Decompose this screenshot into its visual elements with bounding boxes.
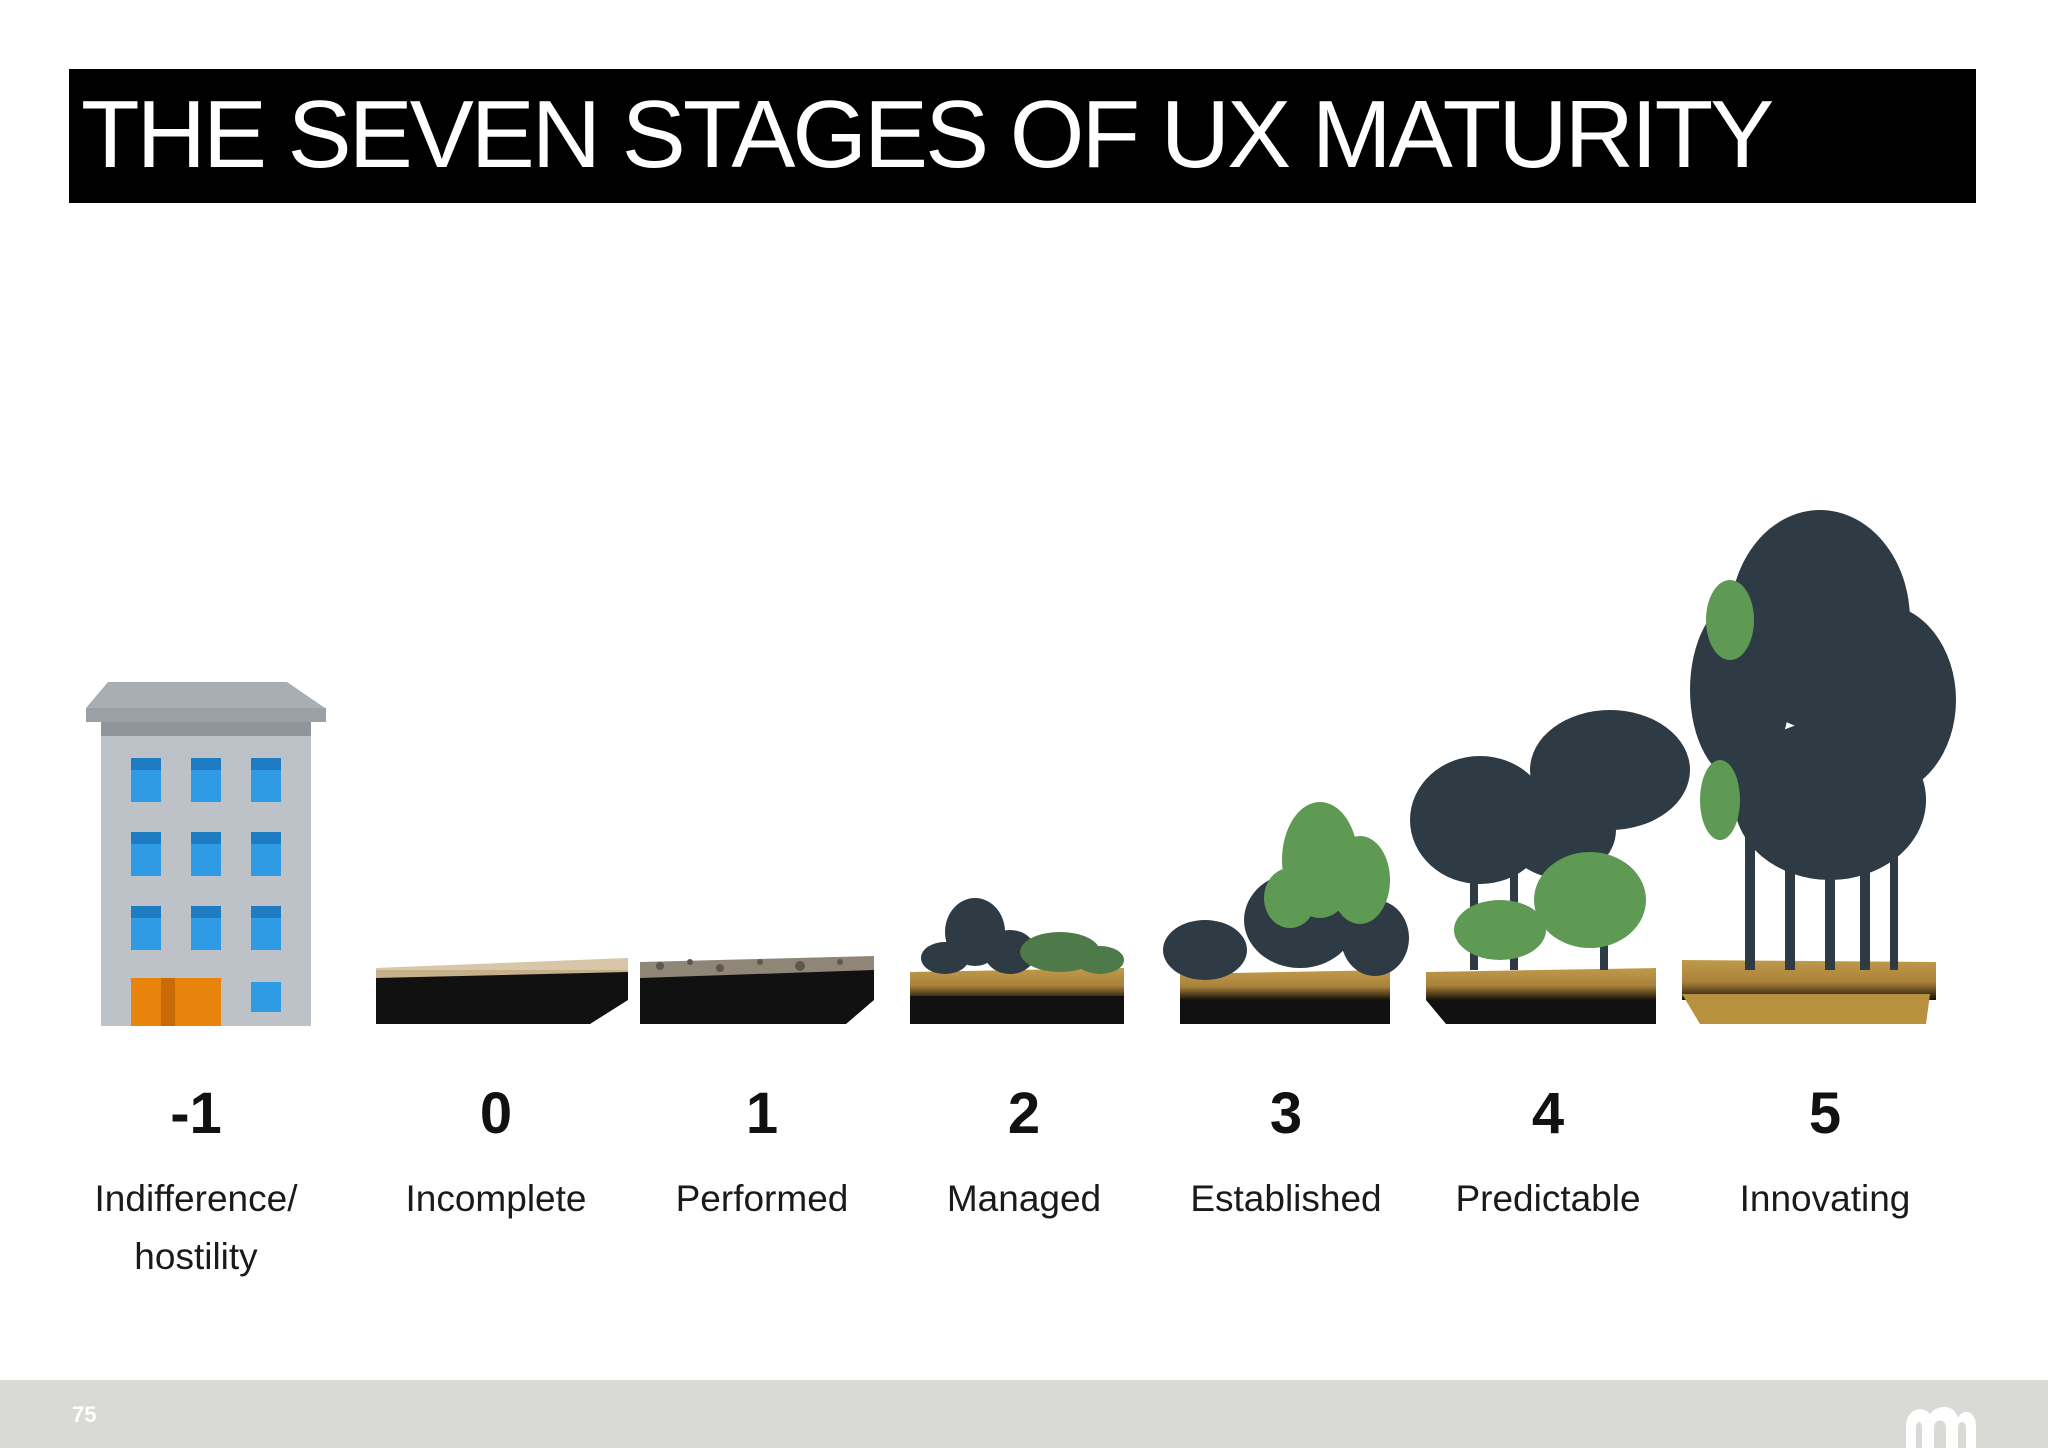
stage-label: Indifference/ hostility (66, 1170, 326, 1286)
stage-number: 2 (1007, 1081, 1041, 1146)
stage-number: 5 (1808, 1081, 1842, 1146)
page-number: 75 (72, 1402, 97, 1427)
stage-number: 1 (745, 1081, 779, 1146)
maturity-illustration (86, 510, 1956, 1026)
stage-label: Incomplete (405, 1178, 587, 1219)
pebble-soil-block (640, 956, 874, 1024)
shrub-soil-block (910, 898, 1124, 1024)
page-title: THE SEVEN STAGES OF UX MATURITY (81, 81, 1774, 188)
stage-label: Predictable (1455, 1178, 1641, 1219)
stage-label: Established (1190, 1178, 1382, 1219)
stage-label: Innovating (1739, 1178, 1911, 1219)
company-logo-icon (1906, 1406, 1976, 1448)
footer-bar: 75 (0, 1380, 2048, 1448)
bare-soil-block (376, 958, 628, 1024)
forest-soil-block (1682, 510, 1956, 1024)
stage-label: Performed (675, 1178, 849, 1219)
office-building-icon (86, 682, 326, 1026)
stage-number: 3 (1269, 1081, 1303, 1146)
stage-number: -1 (170, 1081, 222, 1146)
stage-label-line: Indifference/ (94, 1178, 298, 1219)
small-trees-soil-block (1410, 710, 1690, 1024)
stage-number: 0 (479, 1081, 513, 1146)
bush-soil-block (1163, 802, 1409, 1024)
stage-label: Managed (946, 1178, 1102, 1219)
stage-number: 4 (1531, 1081, 1565, 1146)
title-bar: THE SEVEN STAGES OF UX MATURITY (69, 69, 1976, 203)
stage-label-line: hostility (134, 1236, 258, 1277)
